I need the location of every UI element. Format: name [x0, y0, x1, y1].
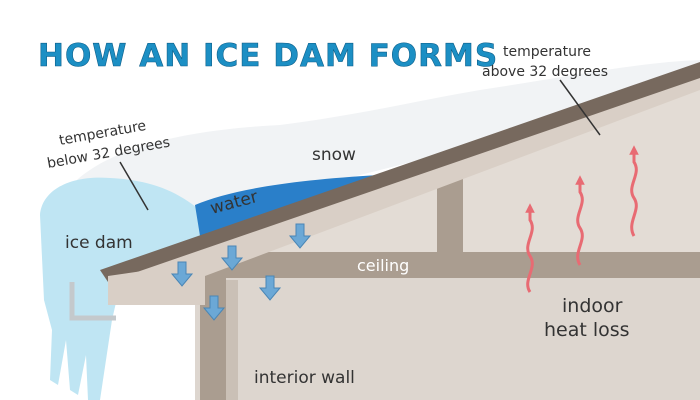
wall-post-shadow	[226, 280, 238, 400]
gutter	[69, 282, 116, 321]
temp-above-label-2: above 32 degrees	[482, 64, 608, 80]
ceiling-label: ceiling	[357, 256, 409, 275]
heat-loss-label-1: indoor	[562, 295, 623, 317]
temp-above-label-1: temperature	[503, 44, 591, 60]
wavy-arrow-up-icon	[525, 203, 535, 293]
arrow-down-icon	[258, 275, 282, 301]
roof-shingles	[100, 62, 700, 282]
interior-wall-label: interior wall	[254, 368, 355, 388]
pointer-below	[119, 161, 149, 211]
arrow-down-icon	[202, 295, 226, 321]
wavy-arrow-up-icon	[575, 175, 585, 266]
drip-arrows	[170, 223, 312, 321]
ice-dam	[40, 177, 205, 400]
arrow-down-icon	[288, 223, 312, 249]
arrow-down-icon	[170, 261, 194, 287]
wavy-arrow-up-icon	[629, 145, 639, 237]
ceiling-beam	[200, 252, 700, 278]
heat-loss-label-2: heat loss	[544, 319, 630, 341]
arrow-down-icon	[220, 245, 244, 271]
page-title: HOW AN ICE DAM FORMS	[38, 38, 498, 74]
snow-label: snow	[312, 145, 356, 165]
heat-arrows	[525, 145, 639, 293]
ice-dam-label: ice dam	[65, 233, 133, 253]
pointer-above	[559, 79, 601, 136]
